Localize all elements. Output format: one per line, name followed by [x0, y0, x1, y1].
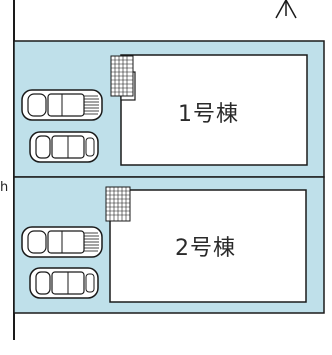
car-icon	[29, 131, 99, 163]
building-2-label: 2号棟	[175, 236, 236, 261]
car-icon	[21, 89, 103, 121]
building-1-label: 1号棟	[178, 102, 239, 127]
building-1	[120, 54, 308, 166]
car-icon	[29, 267, 99, 299]
grid-hatch-icon	[110, 55, 134, 97]
edge-note: h	[0, 180, 9, 195]
north-arrow-icon	[275, 0, 297, 19]
car-icon	[21, 226, 103, 258]
grid-hatch-icon	[105, 186, 131, 222]
building-2	[109, 189, 307, 303]
